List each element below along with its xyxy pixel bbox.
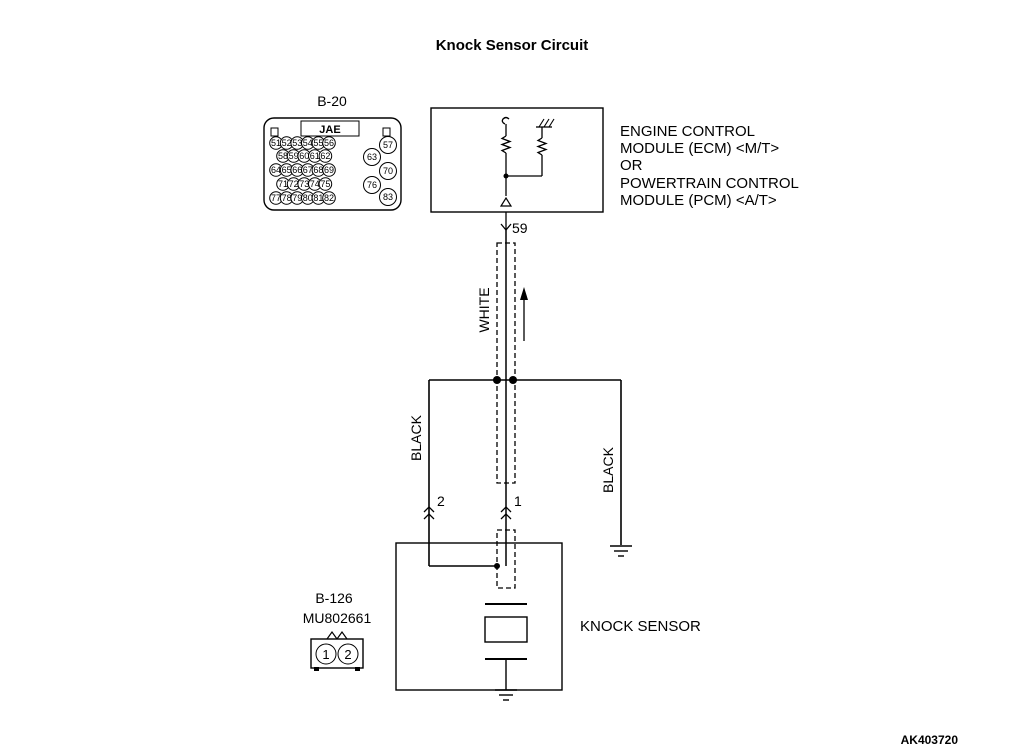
connector-b20-pin-75	[318, 177, 333, 191]
terminal-2-label: 2	[437, 493, 445, 509]
connector-b20-pin-label: 68	[313, 165, 323, 175]
connector-b20-pin-label: 65	[282, 165, 292, 175]
connector-b20-lock-left	[270, 127, 279, 137]
terminal-1-label: 1	[514, 493, 522, 509]
shield-junction-right	[509, 376, 517, 384]
signal-wire-color: WHITE	[476, 287, 492, 332]
connector-b20-pin-57	[379, 136, 397, 154]
connector-b20-maker: JAE	[319, 124, 340, 136]
ecm-label-line-1: ENGINE CONTROL	[620, 123, 755, 140]
ecm-resistor-right-icon	[536, 137, 548, 156]
piezo-element-icon	[484, 616, 528, 643]
ecm-resistor-left-icon	[500, 135, 512, 154]
signal-wire: WHITE	[476, 230, 528, 589]
connector-b20-id: B-20	[317, 93, 347, 109]
connector-b20-pin-label: 64	[271, 165, 281, 175]
connector-b20-pin-label: 75	[320, 179, 330, 189]
ecm-module: ENGINE CONTROL MODULE (ECM) <M/T> OR POW…	[430, 107, 799, 213]
connector-b20-pin-83	[379, 188, 397, 206]
connector-b20-pin-label: 58	[278, 151, 288, 161]
connector-b20-pin-label: 53	[292, 138, 302, 148]
connector-b20-pin-69	[322, 163, 336, 177]
connector-b20-pin-label: 78	[282, 193, 292, 203]
connector-b20-pin-label: 60	[299, 151, 309, 161]
ecm-label-line-4: POWERTRAIN CONTROL	[620, 175, 799, 192]
connector-b20-pin-label: 52	[282, 138, 292, 148]
shield-lower	[496, 529, 516, 589]
connector-b20-pin-label: 79	[292, 193, 302, 203]
connector-b20-pin-label: 67	[303, 165, 313, 175]
sensor-case-junction	[494, 563, 500, 569]
connector-b126-latch-icon	[326, 630, 348, 641]
connector-b20-pin-label: 66	[292, 165, 302, 175]
connector-b126-part: MU802661	[303, 610, 372, 626]
knock-sensor-box	[395, 542, 563, 691]
shield-right-wire-color: BLACK	[600, 446, 616, 493]
connector-b20-pin-70	[379, 162, 397, 180]
connector-b20-maker-box	[300, 120, 360, 137]
connector-b126-pin-2-label: 2	[344, 647, 351, 662]
connector-b126-pin-1-label: 1	[322, 647, 329, 662]
ecm-input-curl-icon	[501, 116, 510, 125]
connector-b20-pin-label: 80	[303, 193, 313, 203]
ecm-terminal-number: 59	[512, 220, 528, 236]
ecm-label-line-2: MODULE (ECM) <M/T>	[620, 140, 779, 157]
connector-b20-pin-label: 63	[367, 152, 377, 162]
diagram-title: Knock Sensor Circuit	[436, 37, 589, 54]
connector-b20-pin-label: 62	[320, 151, 330, 161]
terminal-1-connector-icon	[500, 506, 512, 520]
shield-wires: BLACK BLACK	[408, 376, 632, 569]
connector-b20-pin-label: 69	[324, 165, 334, 175]
connector-b126-pin-2	[337, 643, 359, 665]
connector-b20-pin-82	[322, 191, 336, 205]
connector-b20-lock-right	[382, 127, 391, 137]
terminal-2-connector-icon	[423, 506, 435, 520]
connector-b20-pin-label: 73	[299, 179, 309, 189]
shield-upper	[496, 242, 516, 484]
sensor-ground-icon	[495, 689, 517, 701]
shield-junction-left	[493, 376, 501, 384]
connector-b20-pin-label: 61	[310, 151, 320, 161]
connector-b20-pin-label: 54	[303, 138, 313, 148]
connector-b20-pin-label: 59	[289, 151, 299, 161]
connector-b20-pin-label: 57	[383, 140, 393, 150]
connector-b20-pin-label: 51	[271, 138, 281, 148]
connector-b20-pin-label: 55	[313, 138, 323, 148]
connector-b20-pin-label: 71	[278, 179, 288, 189]
connector-b20-pin-56	[322, 136, 336, 150]
connector-b20-pin-label: 83	[383, 192, 393, 202]
connector-b20-pin-label: 74	[310, 179, 320, 189]
ecm-box	[430, 107, 604, 213]
connector-b126-pin-1	[315, 643, 337, 665]
shield-left-wire-color: BLACK	[408, 414, 424, 461]
ecm-terminal-icon	[499, 196, 513, 207]
connector-b20-pin-62	[318, 149, 333, 163]
sensor-connector-terminals: 2 1	[423, 493, 522, 520]
connector-b20-pin-label: 76	[367, 180, 377, 190]
connector-b20-pin-label: 72	[289, 179, 299, 189]
figure-id: AK403720	[901, 733, 959, 747]
connector-b20-pin-label: 70	[383, 166, 393, 176]
knock-sensor-label: KNOCK SENSOR	[580, 618, 701, 635]
ecm-chassis-ground-icon	[536, 118, 555, 128]
connector-b126-id: B-126	[315, 590, 353, 606]
connector-b20-pin-76	[363, 176, 381, 194]
connector-b20-pin-label: 81	[313, 193, 323, 203]
ecm-label-line-5: MODULE (PCM) <A/T>	[620, 192, 777, 209]
signal-direction-arrow-icon	[520, 287, 528, 341]
connector-b126: B-126 MU802661 1 2	[303, 590, 372, 671]
connector-b20-pin-63	[363, 148, 381, 166]
body-ground-icon	[610, 545, 632, 557]
ecm-terminal-59: 59	[500, 212, 528, 236]
connector-b20-pin-label: 56	[324, 138, 334, 148]
knock-sensor: KNOCK SENSOR	[395, 542, 701, 701]
connector-b20-pin-label: 77	[271, 193, 281, 203]
connector-b20-pin-label: 82	[324, 193, 334, 203]
ecm-label-line-3: OR	[620, 157, 643, 174]
